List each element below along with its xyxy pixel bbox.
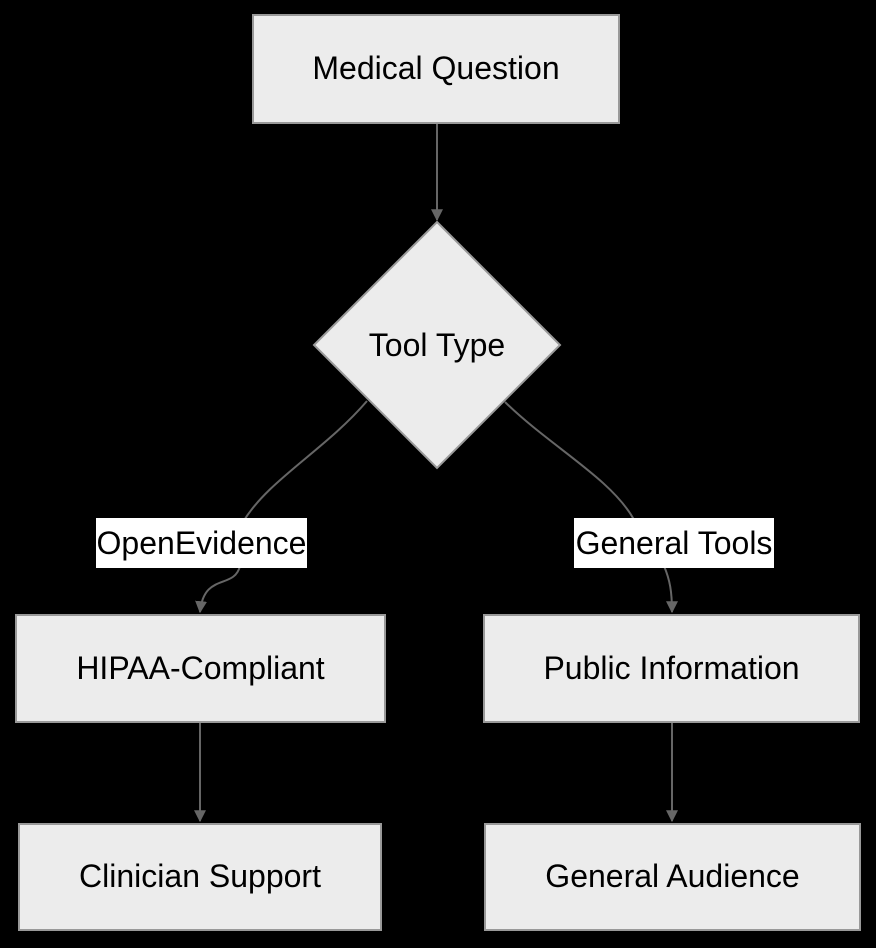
decision-tool-type: Tool Type [337, 320, 537, 370]
node-hipaa-compliant: HIPAA-Compliant [15, 614, 386, 723]
node-general-audience-label: General Audience [545, 858, 800, 895]
edge-tool-type-to-hipaa [195, 400, 368, 614]
node-medical-question-label: Medical Question [312, 50, 560, 87]
decision-diamond-shape [312, 220, 562, 470]
edge-label-general-tools-text: General Tools [575, 524, 773, 561]
node-clinician-support: Clinician Support [18, 823, 382, 931]
node-general-audience: General Audience [484, 823, 861, 931]
edge-label-openevidence: OpenEvidence [96, 518, 307, 568]
node-hipaa-compliant-label: HIPAA-Compliant [76, 649, 325, 686]
node-public-information: Public Information [483, 614, 860, 723]
node-public-information-label: Public Information [543, 649, 800, 686]
edge-label-general-tools: General Tools [574, 518, 774, 568]
edge-tool-type-to-public-info [504, 401, 678, 614]
node-medical-question: Medical Question [252, 14, 620, 124]
edge-label-openevidence-text: OpenEvidence [96, 524, 307, 561]
node-clinician-support-label: Clinician Support [79, 858, 321, 895]
decision-tool-type-label: Tool Type [368, 326, 506, 363]
